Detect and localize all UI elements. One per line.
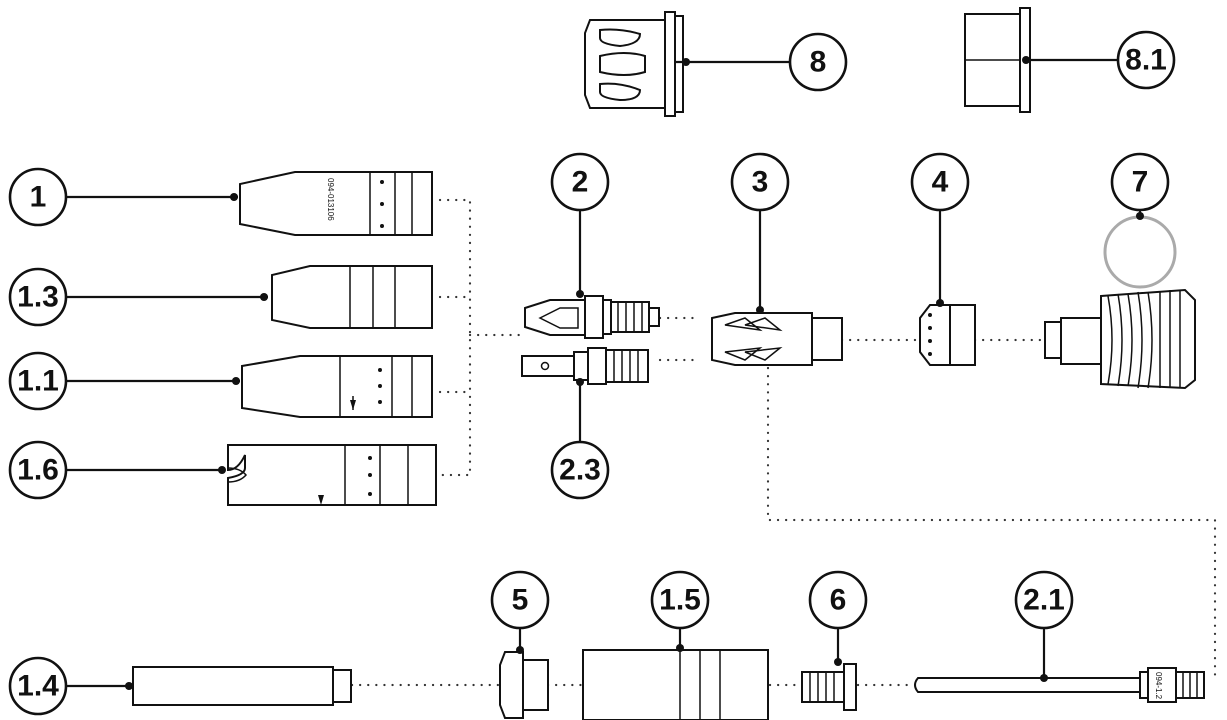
part-7-oring-and-body xyxy=(1044,210,1196,390)
callout-2: 2 xyxy=(550,152,610,212)
callout-7: 7 xyxy=(1110,152,1170,212)
part-2-1-rod: 094-1.2 xyxy=(914,628,1205,703)
part-8-nozzle xyxy=(584,11,790,117)
rod-2-1-marking: 094-1.2 xyxy=(1154,672,1163,700)
callout-2-1: 2.1 xyxy=(1014,570,1074,630)
nozzle-1-1 xyxy=(66,355,433,418)
callout-1-4: 1.4 xyxy=(8,656,68,716)
svg-text:1.1: 1.1 xyxy=(17,365,59,398)
tip-holder-3 xyxy=(711,210,843,366)
callout-3: 3 xyxy=(730,152,790,212)
callout-8: 8 xyxy=(788,32,848,92)
nozzle-1-6 xyxy=(66,444,437,506)
nozzle-1: 094-013106 xyxy=(66,171,433,236)
connector-3-to-rod xyxy=(766,366,1217,682)
callout-6: 6 xyxy=(808,570,868,630)
callout-1-3: 1.3 xyxy=(8,267,68,327)
slot-8a xyxy=(599,28,642,48)
svg-text:1.4: 1.4 xyxy=(17,670,59,703)
part-6-spring xyxy=(801,628,857,711)
part-5-bushing xyxy=(499,628,549,719)
dotted-connectors xyxy=(350,198,1217,687)
nozzle-1-3 xyxy=(66,265,433,329)
connector-nozzles-bracket xyxy=(438,198,472,477)
svg-text:6: 6 xyxy=(830,584,847,617)
svg-text:2.3: 2.3 xyxy=(559,454,601,487)
svg-text:1.5: 1.5 xyxy=(659,584,701,617)
svg-text:7: 7 xyxy=(1132,166,1149,199)
slot-8c xyxy=(599,82,642,102)
svg-text:3: 3 xyxy=(752,166,769,199)
svg-text:1.6: 1.6 xyxy=(17,454,59,487)
callout-4: 4 xyxy=(910,152,970,212)
callout-5: 5 xyxy=(490,570,550,630)
svg-text:8: 8 xyxy=(810,46,827,79)
o-ring-7 xyxy=(1103,215,1177,289)
part-1-5-sleeve xyxy=(582,628,769,720)
part-1-4-tube xyxy=(66,666,352,706)
svg-text:2.1: 2.1 xyxy=(1023,584,1065,617)
callout-1: 1 xyxy=(8,167,68,227)
nozzle-1-marking: 094-013106 xyxy=(326,178,335,221)
contact-tip-2 xyxy=(524,210,660,339)
callout-8-1: 8.1 xyxy=(1116,30,1176,90)
slot-8b xyxy=(599,52,646,76)
part-8-1-nozzle xyxy=(964,7,1118,113)
insulator-4 xyxy=(919,210,976,366)
callout-2-3: 2.3 xyxy=(550,440,610,500)
svg-text:5: 5 xyxy=(512,584,529,617)
callout-1-5: 1.5 xyxy=(650,570,710,630)
svg-text:4: 4 xyxy=(932,166,949,199)
callout-bubbles: 1 1.3 1.1 1.6 1.4 2 2.3 3 xyxy=(8,30,1176,716)
contact-tip-2-3 xyxy=(521,347,649,450)
callout-1-6: 1.6 xyxy=(8,440,68,500)
callout-1-1: 1.1 xyxy=(8,351,68,411)
svg-text:1.3: 1.3 xyxy=(17,281,59,314)
svg-text:8.1: 8.1 xyxy=(1125,44,1167,77)
svg-text:2: 2 xyxy=(572,166,589,199)
svg-text:1: 1 xyxy=(30,181,47,214)
